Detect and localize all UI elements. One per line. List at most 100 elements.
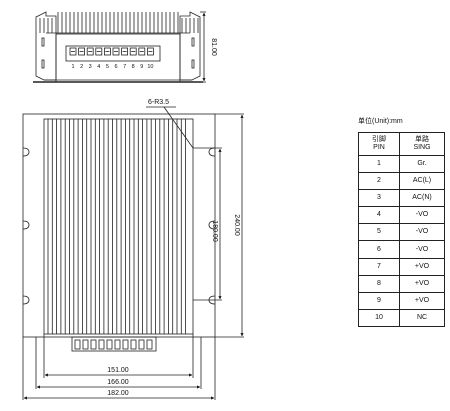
table-row: 6-VO	[358, 240, 445, 259]
header-sing: 单路 SING	[399, 132, 445, 156]
mounting-slot-right-top	[208, 147, 216, 157]
pin-number-label: 10	[147, 64, 153, 70]
terminal-screw	[112, 47, 120, 56]
terminal-pin	[90, 339, 97, 350]
pin-cell: 7	[358, 257, 400, 276]
pin-number-label: 5	[106, 64, 109, 70]
mounting-slot-right-mid	[208, 220, 216, 230]
function-cell: NC	[399, 308, 445, 327]
pin-cell: 3	[358, 189, 400, 208]
header-sing-cn: 单路	[415, 136, 429, 143]
dim-180-label: 180.00	[211, 220, 218, 242]
dim-240-label: 240.00	[233, 214, 240, 236]
mounting-slot-left-bot	[22, 295, 30, 305]
side-slot	[191, 37, 195, 47]
front-view	[33, 11, 206, 83]
pin-number-label: 3	[89, 64, 92, 70]
case-body	[55, 33, 181, 83]
heatsink-fins	[39, 12, 199, 33]
left-fin-block	[35, 11, 57, 81]
mounting-slot-left-top	[22, 147, 30, 157]
terminal-screws	[69, 47, 154, 56]
terminal-screw	[78, 47, 85, 56]
function-cell: AC(L)	[399, 172, 445, 191]
terminal-screw	[129, 47, 137, 56]
terminal-pin	[114, 339, 121, 350]
header-sing-en: SING	[413, 144, 431, 151]
unit-label: 单位(Unit):mm	[358, 118, 403, 125]
top-view	[22, 106, 244, 400]
terminal-screw	[86, 47, 94, 56]
dim-166-label: 166.00	[107, 379, 129, 386]
height-dim-label: 81.00	[210, 38, 217, 56]
terminal-screw	[104, 47, 111, 56]
terminal-block-bottom	[71, 336, 157, 352]
table-row: 4-VO	[358, 206, 445, 225]
table-row: 9+VO	[358, 291, 445, 310]
header-pin: 引脚 PIN	[358, 132, 400, 156]
dim-151-label: 151.00	[107, 367, 129, 374]
terminal-screw	[69, 47, 77, 56]
terminal-pin	[82, 339, 89, 350]
terminal-pin	[106, 339, 113, 350]
terminal-pin	[130, 339, 137, 350]
function-cell: Gr.	[399, 154, 445, 174]
mounting-slot-left-mid	[22, 220, 30, 230]
pin-cell: 9	[358, 291, 400, 310]
pin-number-label: 7	[123, 64, 126, 70]
case-outline	[22, 113, 216, 338]
function-cell: +VO	[399, 291, 445, 310]
terminal-pins	[74, 339, 153, 350]
terminal-pin	[138, 339, 145, 350]
terminal-pin	[122, 339, 129, 350]
pin-cell: 4	[358, 206, 400, 225]
pin-cell: 10	[358, 308, 400, 327]
pin-number-label: 8	[132, 64, 135, 70]
side-slot	[41, 37, 45, 47]
function-cell: +VO	[399, 274, 445, 293]
terminal-block	[65, 45, 161, 62]
pin-cell: 2	[358, 172, 400, 191]
pin-number-label: 1	[71, 64, 74, 70]
pin-cell: 6	[358, 240, 400, 259]
header-pin-cn: 引脚	[372, 136, 386, 143]
function-cell: -VO	[399, 223, 445, 242]
pin-number-label: 9	[140, 64, 143, 70]
heatsink-grooves	[47, 119, 187, 334]
terminal-screw	[121, 47, 128, 56]
hole-callout-label: 6-R3.5	[148, 99, 169, 106]
pin-number-label: 6	[114, 64, 117, 70]
terminal-pin	[146, 339, 153, 350]
inner-body	[43, 118, 194, 335]
table-row: 8+VO	[358, 274, 445, 293]
terminal-pin	[98, 339, 105, 350]
header-pin-en: PIN	[373, 144, 385, 151]
pin-number-label: 4	[97, 64, 100, 70]
pin-cell: 5	[358, 223, 400, 242]
table-row: 7+VO	[358, 257, 445, 276]
function-cell: AC(N)	[399, 189, 445, 208]
hole-leader	[163, 106, 194, 149]
terminal-pin	[74, 339, 81, 350]
terminal-screw	[138, 47, 146, 56]
dim-182-label: 182.00	[107, 390, 129, 397]
function-cell: -VO	[399, 240, 445, 259]
function-cell: +VO	[399, 257, 445, 276]
pin-cell: 8	[358, 274, 400, 293]
side-slot	[41, 59, 45, 69]
table-header-row: 引脚 PIN 单路 SING	[358, 132, 445, 156]
terminal-screw	[95, 47, 103, 56]
function-cell: -VO	[399, 206, 445, 225]
table-row: 5-VO	[358, 223, 445, 242]
side-slot	[191, 59, 195, 69]
pin-number-label: 2	[80, 64, 83, 70]
terminal-screw	[146, 47, 154, 56]
pin-cell: 1	[358, 154, 400, 174]
